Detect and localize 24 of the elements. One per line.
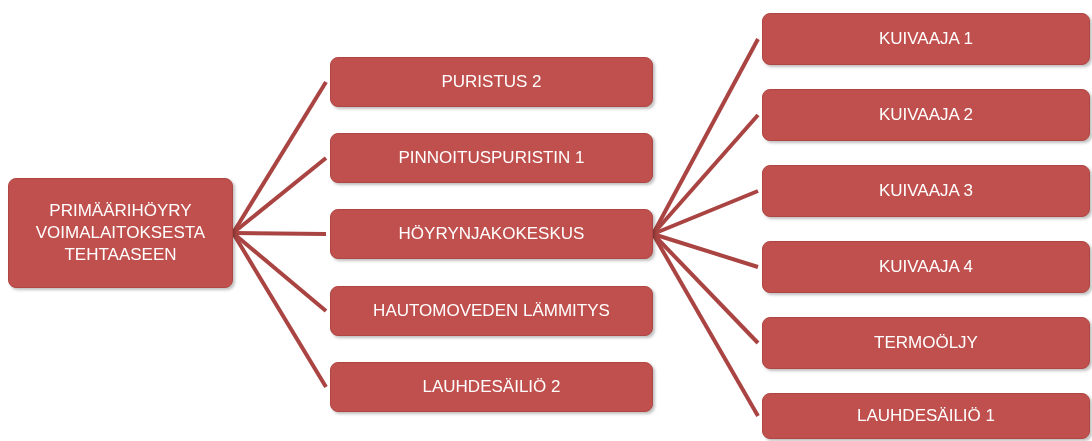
- box-label: HÖYRYNJAKOKESKUS: [398, 223, 585, 245]
- box-label: PURISTUS 2: [441, 71, 542, 93]
- process-box: [330, 286, 653, 336]
- box-label: KUIVAAJA 1: [878, 28, 974, 50]
- process-box: [762, 317, 1090, 369]
- process-box: [330, 209, 653, 259]
- process-box: [330, 133, 653, 183]
- process-box: [330, 57, 653, 107]
- box-label: KUIVAAJA 3: [878, 180, 974, 202]
- box-label: KUIVAAJA 4: [878, 256, 974, 278]
- process-box: [762, 393, 1090, 439]
- box-label: TERMOÖLJY: [874, 332, 978, 354]
- process-box: [762, 89, 1090, 141]
- box-label: PRIMÄÄRIHÖYRY VOIMALAITOKSESTA TEHTAASEEN: [34, 200, 207, 266]
- process-box: [762, 165, 1090, 217]
- process-box: [330, 362, 653, 412]
- process-box: [8, 178, 233, 288]
- box-label: LAUHDESÄILIÖ 1: [857, 405, 995, 427]
- box-label: HAUTOMOVEDEN LÄMMITYS: [373, 300, 610, 322]
- process-box: [762, 241, 1090, 293]
- box-label: KUIVAAJA 2: [878, 104, 974, 126]
- process-box: [762, 13, 1090, 65]
- box-label: LAUHDESÄILIÖ 2: [422, 376, 561, 398]
- box-label: PINNOITUSPURISTIN 1: [398, 147, 585, 169]
